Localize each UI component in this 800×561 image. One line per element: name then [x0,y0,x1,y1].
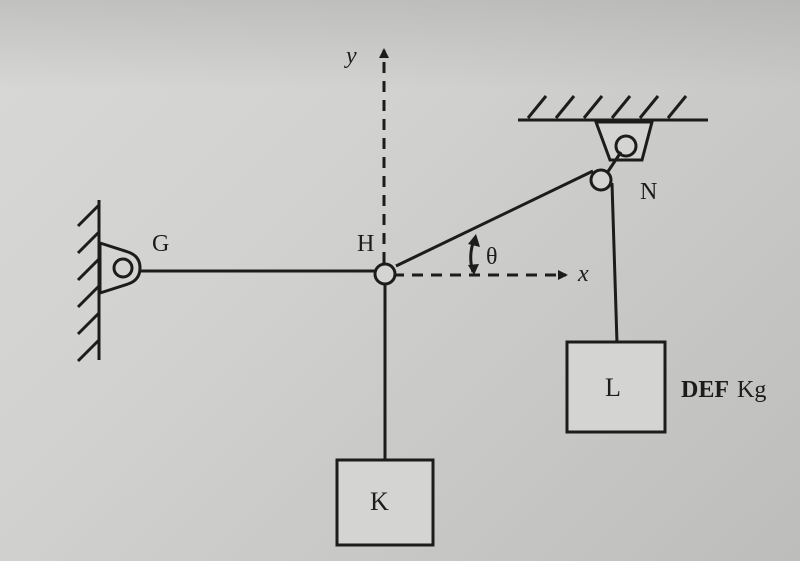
label-theta: θ [486,244,498,270]
rope-hn [395,169,594,268]
theta-arrow-icon [468,234,480,247]
block-l [565,340,667,434]
bracket-g-icon [98,240,142,296]
label-l: L [605,373,621,402]
label-n: N [640,179,657,205]
wall-support-icon [76,200,101,363]
node-h-icon [373,262,397,286]
label-k: K [370,487,389,516]
mass-value: DEF [681,377,729,403]
label-y-axis: y [344,43,357,69]
pulley-link [605,151,623,174]
ceiling-bracket-icon [593,120,654,162]
mass-unit: Kg [737,377,766,403]
label-x-axis: x [577,261,589,287]
label-g: G [152,231,169,257]
rope-n-l [610,182,619,344]
theta-arrow-base-icon [468,264,479,275]
block-k [335,458,435,547]
ceiling-support-icon [518,95,708,122]
pulley-n-icon [589,168,613,192]
label-h: H [357,231,374,257]
